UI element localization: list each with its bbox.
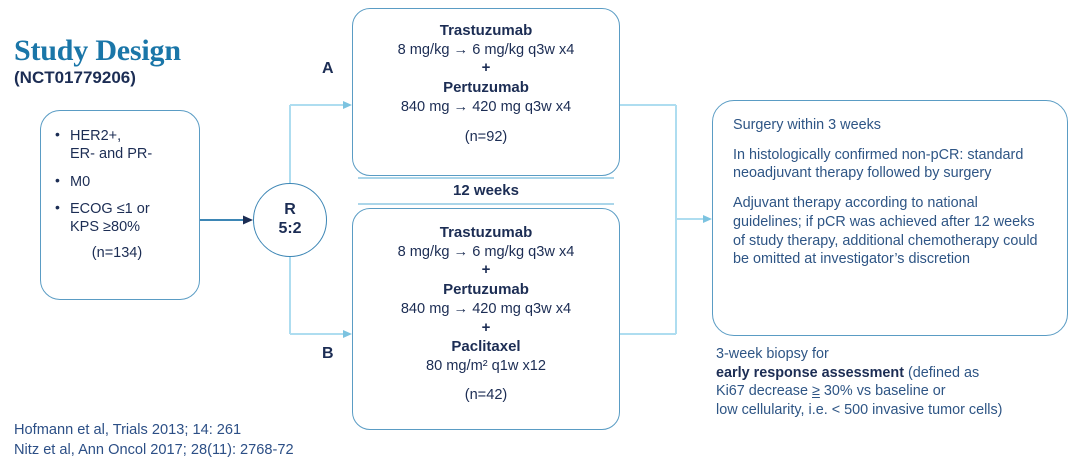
randomization-node: R 5:2 <box>253 183 327 257</box>
outcome-paragraph: In histologically confirmed non-pCR: sta… <box>733 146 1024 182</box>
drug-dose: 80 mg/m² q1w x12 <box>425 357 547 374</box>
biopsy-ki67-pre: Ki67 decrease <box>716 383 812 400</box>
drug-name: Trastuzumab <box>439 224 533 241</box>
list-item: ECOG ≤1 or KPS ≥80% <box>55 199 189 237</box>
arm-sample-size: (n=92) <box>464 128 508 145</box>
biopsy-note: 3-week biopsy for early response assessm… <box>716 345 1076 420</box>
citation-line: Hofmann et al, Trials 2013; 14: 261 <box>14 422 242 438</box>
drug-name: Paclitaxel <box>451 338 521 356</box>
outcome-text: Surgery within 3 weeks In histologically… <box>713 101 1067 269</box>
citations: Hofmann et al, Trials 2013; 14: 261 Nitz… <box>14 420 294 460</box>
biopsy-ki67-post: 30% vs baseline or <box>819 383 946 400</box>
arm-b-regimen: Trastuzumab 8 mg/kg → 6 mg/kg q3w x4 + P… <box>353 209 619 405</box>
arm-sample-size: (n=42) <box>464 386 508 403</box>
drug-name: Trastuzumab <box>439 22 533 39</box>
page-title: Study Design <box>14 34 181 67</box>
drug-name: Pertuzumab <box>443 79 529 97</box>
drug-name: Pertuzumab <box>443 281 529 299</box>
biopsy-emphasis: early response assessment <box>716 364 904 381</box>
biopsy-line-4: low cellularity, i.e. < 500 invasive tum… <box>716 402 1003 419</box>
randomization-ratio: 5:2 <box>278 220 302 237</box>
eligibility-sample-size: (n=134) <box>91 245 143 262</box>
arm-a-regimen: Trastuzumab 8 mg/kg → 6 mg/kg q3w x4 + P… <box>353 9 619 147</box>
biopsy-definition-open: (defined as <box>904 364 980 381</box>
biopsy-line-1: 3-week biopsy for <box>716 346 829 362</box>
drug-dose: 8 mg/kg → 6 mg/kg q3w x4 <box>397 243 575 260</box>
arm-a-label: A <box>322 60 334 77</box>
plus-separator: + <box>481 261 491 279</box>
criterion-text: M0 <box>70 173 91 190</box>
plus-separator: + <box>481 59 491 77</box>
outcome-box: Surgery within 3 weeks In histologically… <box>712 100 1068 336</box>
nct-identifier: (NCT01779206) <box>14 67 136 87</box>
criterion-text: ECOG ≤1 or KPS ≥80% <box>70 200 150 236</box>
eligibility-box: HER2+, ER- and PR- M0 ECOG ≤1 or KPS ≥80… <box>40 110 200 300</box>
citation-line: Nitz et al, Ann Oncol 2017; 28(11): 2768… <box>14 442 294 459</box>
list-item: HER2+, ER- and PR- <box>55 126 189 164</box>
plus-separator: + <box>481 318 491 336</box>
randomization-label: R <box>284 201 296 219</box>
eligibility-criteria-list: HER2+, ER- and PR- M0 ECOG ≤1 or KPS ≥80… <box>41 111 199 236</box>
duration-label: 12 weeks <box>453 182 519 199</box>
outcome-paragraph: Surgery within 3 weeks <box>733 117 881 133</box>
outcome-paragraph: Adjuvant therapy according to national g… <box>733 195 1038 268</box>
title-block: Study Design (NCT01779206) <box>14 34 274 87</box>
arm-a-box: Trastuzumab 8 mg/kg → 6 mg/kg q3w x4 + P… <box>352 8 620 176</box>
criterion-text: HER2+, ER- and PR- <box>70 128 153 163</box>
drug-dose: 840 mg → 420 mg q3w x4 <box>400 300 572 317</box>
arm-b-label: B <box>322 345 334 362</box>
biopsy-line-3: Ki67 decrease ≥ 30% vs baseline or <box>716 382 1076 401</box>
biopsy-line-2: early response assessment (defined as <box>716 364 1076 383</box>
arm-b-box: Trastuzumab 8 mg/kg → 6 mg/kg q3w x4 + P… <box>352 208 620 430</box>
greater-equal-symbol: ≥ <box>812 383 820 400</box>
drug-dose: 8 mg/kg → 6 mg/kg q3w x4 <box>397 41 575 58</box>
drug-dose: 840 mg → 420 mg q3w x4 <box>400 98 572 115</box>
list-item: M0 <box>55 172 189 191</box>
